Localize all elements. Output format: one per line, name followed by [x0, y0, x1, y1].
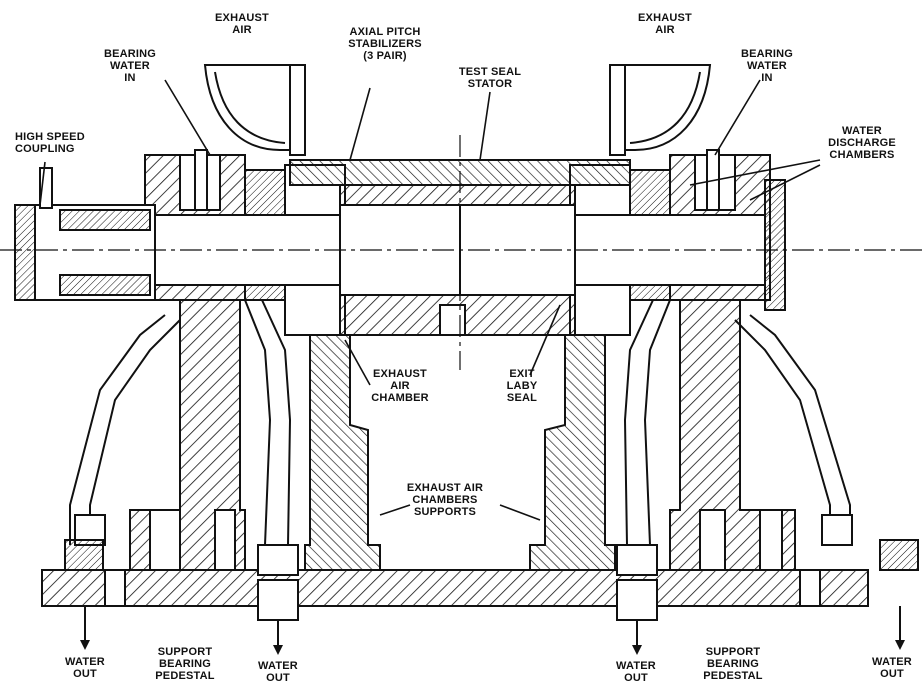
label-exit-laby-seal: EXIT LABY SEAL — [506, 368, 538, 404]
label-exhaust-air-supports: EXHAUST AIR CHAMBERS SUPPORTS — [406, 482, 484, 518]
label-test-seal-stator: TEST SEAL STATOR — [458, 66, 522, 90]
base-plate — [41, 569, 869, 607]
label-water-out-2: WATER OUT — [258, 660, 298, 684]
label-water-out-4: WATER OUT — [872, 656, 912, 680]
label-support-pedestal-left: SUPPORT BEARING PEDESTAL — [155, 646, 215, 682]
label-exhaust-air-left: EXHAUST AIR — [215, 12, 269, 36]
label-high-speed-coupling: HIGH SPEED COUPLING — [15, 131, 85, 155]
label-water-out-1: WATER OUT — [65, 656, 105, 680]
water-pipe-left-inner — [244, 299, 272, 546]
label-bearing-water-in-left: BEARING WATER IN — [103, 48, 157, 84]
label-water-out-3: WATER OUT — [616, 660, 656, 684]
water-pipe-right-inner — [643, 299, 671, 546]
label-exhaust-air-right: EXHAUST AIR — [638, 12, 692, 36]
label-support-pedestal-right: SUPPORT BEARING PEDESTAL — [703, 646, 763, 682]
exhaust-air-bowl-right — [609, 64, 712, 151]
exhaust-support-left — [304, 334, 381, 571]
label-water-discharge: WATER DISCHARGE CHAMBERS — [828, 125, 896, 161]
exhaust-support-right — [529, 334, 616, 571]
support-pedestal-right — [669, 299, 796, 571]
label-bearing-water-in-right: BEARING WATER IN — [740, 48, 794, 84]
water-pipe-left-outer — [69, 314, 166, 545]
exhaust-air-bowl-left — [203, 64, 306, 151]
label-axial-pitch: AXIAL PITCH STABILIZERS (3 PAIR) — [348, 26, 422, 62]
label-exhaust-air-chamber: EXHAUST AIR CHAMBER — [371, 368, 429, 404]
